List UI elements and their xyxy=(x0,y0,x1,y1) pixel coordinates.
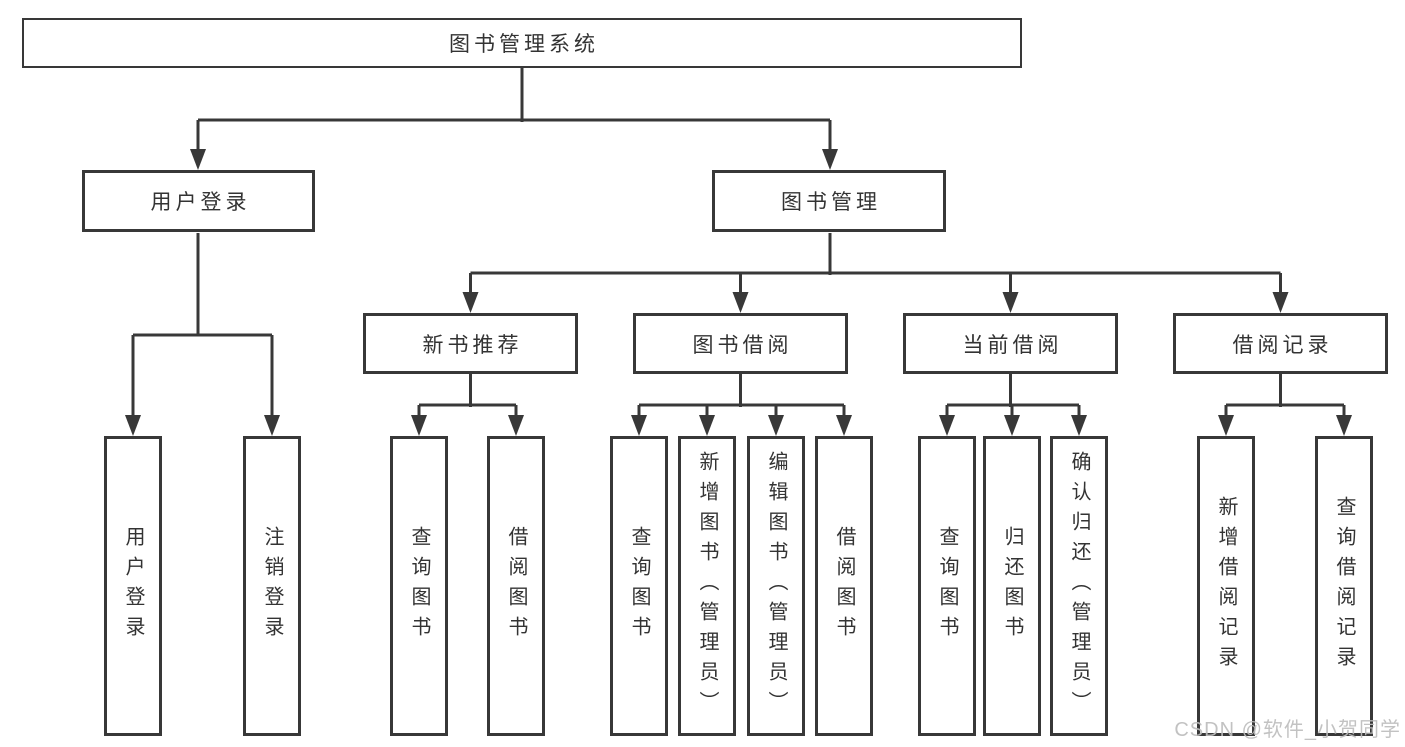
node-borrowing-records: 借阅记录 xyxy=(1173,313,1388,374)
csdn-watermark: CSDN @软件_小贺同学 xyxy=(1174,719,1401,741)
leaf-user-login: 用户登录 xyxy=(104,436,162,736)
node-book-management: 图书管理 xyxy=(712,170,946,232)
leaf-confirm-return-admin: 确认归还（管理员） xyxy=(1050,436,1108,736)
node-label: 编辑图书（管理员） xyxy=(765,451,787,721)
leaf-query-books-2: 查询图书 xyxy=(610,436,668,736)
node-label: 新书推荐 xyxy=(422,333,523,357)
leaf-borrow-books-1: 借阅图书 xyxy=(487,436,545,736)
node-label: 图书管理系统 xyxy=(449,33,599,56)
node-label: 注销登录 xyxy=(261,526,283,646)
leaf-logout: 注销登录 xyxy=(243,436,301,736)
node-label: 用户登录 xyxy=(150,191,251,214)
node-label: 确认归还（管理员） xyxy=(1068,451,1090,721)
node-label: 查询图书 xyxy=(628,526,650,646)
node-label: 图书借阅 xyxy=(692,333,793,357)
node-label: 借阅图书 xyxy=(505,526,527,646)
leaf-query-borrowing-record: 查询借阅记录 xyxy=(1315,436,1373,736)
node-label: 查询图书 xyxy=(408,526,430,646)
node-label: 用户登录 xyxy=(122,526,144,646)
node-book-management-system: 图书管理系统 xyxy=(22,18,1022,68)
leaf-add-borrowing-record: 新增借阅记录 xyxy=(1197,436,1255,736)
node-current-borrowing: 当前借阅 xyxy=(903,313,1118,374)
node-label: 借阅记录 xyxy=(1232,333,1333,357)
leaf-query-books-3: 查询图书 xyxy=(918,436,976,736)
node-label: 借阅图书 xyxy=(833,526,855,646)
leaf-return-books: 归还图书 xyxy=(983,436,1041,736)
leaf-borrow-books-2: 借阅图书 xyxy=(815,436,873,736)
node-label: 查询借阅记录 xyxy=(1333,496,1355,676)
leaf-query-books-1: 查询图书 xyxy=(390,436,448,736)
node-label: 图书管理 xyxy=(781,191,881,214)
node-label: 查询图书 xyxy=(936,526,958,646)
node-book-borrowing: 图书借阅 xyxy=(633,313,848,374)
node-label: 新增图书（管理员） xyxy=(696,451,718,721)
node-label: 当前借阅 xyxy=(962,333,1063,357)
node-user-login: 用户登录 xyxy=(82,170,315,232)
leaf-add-books-admin: 新增图书（管理员） xyxy=(678,436,736,736)
node-new-book-recommendation: 新书推荐 xyxy=(363,313,578,374)
leaf-edit-books-admin: 编辑图书（管理员） xyxy=(747,436,805,736)
node-label: 新增借阅记录 xyxy=(1215,496,1237,676)
node-label: 归还图书 xyxy=(1001,526,1023,646)
